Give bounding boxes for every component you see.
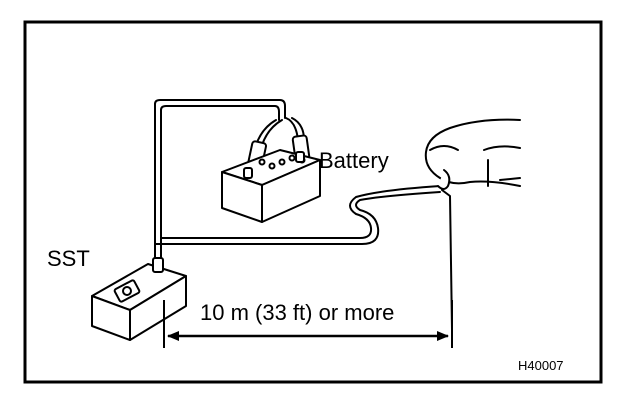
sst-box — [91, 257, 187, 341]
distance-indicator — [163, 300, 453, 348]
figure-code: H40007 — [518, 358, 564, 373]
wire — [154, 99, 453, 331]
hand — [424, 118, 521, 190]
battery — [221, 149, 321, 223]
battery-label: Battery — [319, 148, 389, 173]
sst-label: SST — [47, 246, 90, 271]
distance-label: 10 m (33 ft) or more — [200, 300, 394, 325]
